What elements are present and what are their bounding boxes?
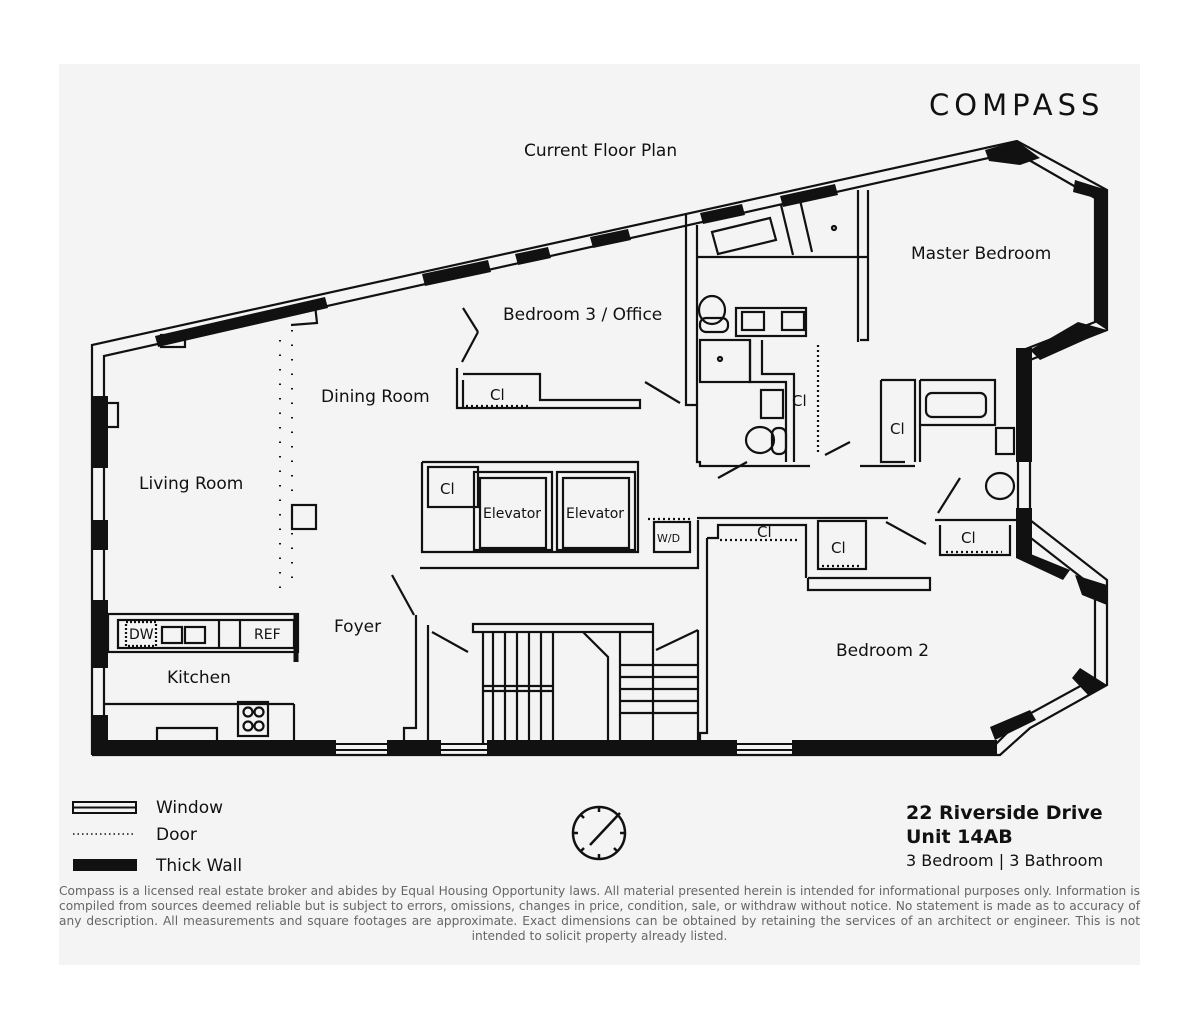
room-label-dining-room: Dining Room (321, 387, 430, 407)
floor-plan-card (59, 64, 1140, 965)
legend-window-label: Window (156, 798, 224, 818)
room-label-bedroom-3: Bedroom 3 / Office (503, 305, 663, 325)
listing-summary: 3 Bedroom | 3 Bathroom (906, 851, 1104, 870)
closet-label: Cl (961, 529, 976, 547)
closet-label: Cl (757, 523, 772, 541)
closet-label: Cl (440, 480, 455, 498)
plan-title: Current Floor Plan (524, 141, 678, 161)
closet-label: Cl (490, 386, 505, 404)
dishwasher-label: DW (129, 627, 154, 643)
legend-door-label: Door (156, 825, 197, 845)
compass-logo: COMPASS (929, 88, 1105, 122)
listing-unit: Unit 14AB (906, 826, 1013, 848)
room-label-foyer: Foyer (334, 617, 382, 637)
room-label-kitchen: Kitchen (167, 668, 231, 688)
closet-label: Cl (831, 539, 846, 557)
legend-symbols (72, 801, 137, 871)
refrigerator-label: REF (254, 627, 281, 643)
elevator-label: Elevator (566, 506, 625, 522)
closet-label: Cl (890, 420, 905, 438)
listing-address: 22 Riverside Drive (906, 802, 1103, 824)
room-label-master-bedroom: Master Bedroom (911, 244, 1052, 264)
listing-info: 22 Riverside Drive Unit 14AB 3 Bedroom |… (906, 801, 1103, 873)
legend-thick-wall-label: Thick Wall (156, 856, 243, 876)
closet-label: Cl (792, 392, 807, 410)
room-label-bedroom-2: Bedroom 2 (836, 641, 930, 661)
elevator-label: Elevator (483, 506, 542, 522)
washer-dryer-label: W/D (657, 532, 681, 545)
room-label-living-room: Living Room (139, 474, 244, 494)
legal-disclaimer: Compass is a licensed real estate broker… (59, 884, 1140, 943)
north-arrow-icon (571, 805, 627, 861)
